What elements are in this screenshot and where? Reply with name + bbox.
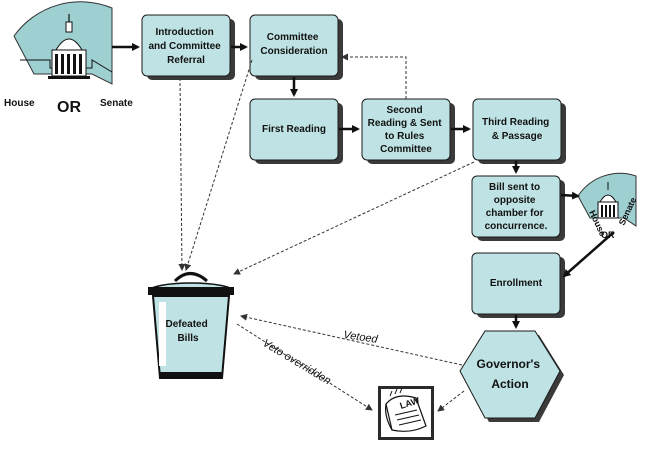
- dash-veto-overridden: [236, 323, 373, 411]
- defeated-bills-label: Defeated Bills: [165, 319, 210, 344]
- intro-line-2: and Committee: [148, 41, 221, 52]
- trash-can-icon: [148, 272, 234, 379]
- sent-line-3: chamber for: [486, 208, 544, 219]
- svg-text:First Reading: First Reading: [262, 124, 326, 135]
- enrollment-box: Enrollment: [471, 252, 565, 318]
- svg-text:Committee Consideration: Committee Consideration: [260, 32, 327, 57]
- governors-action-hexagon: Governor's Action: [459, 330, 564, 422]
- third-reading-box: Third Reading & Passage: [472, 98, 566, 164]
- intro-line-1: Introduction: [155, 27, 213, 38]
- svg-text:Governor's Action: Governor's Action: [477, 357, 544, 391]
- law-scroll-icon: [378, 386, 434, 440]
- committee-consideration-box: Committee Consideration: [249, 14, 343, 80]
- enrollment-line-1: Enrollment: [490, 278, 543, 289]
- svg-text:Bill sent to opposite: Bill sent to opposite chamber for concur…: [485, 182, 548, 232]
- second-line-4: Committee: [380, 144, 432, 155]
- intro-line-3: Referral: [167, 55, 205, 66]
- dash-governor-vetoed: [240, 313, 463, 366]
- defeated-line-1: Defeated: [165, 319, 207, 330]
- capitol-opposite-chamber-icon: [577, 172, 637, 227]
- svg-text:Introduction and Committ: Introduction and Committee Referral: [148, 27, 223, 66]
- dash-governor-to-law: [437, 390, 465, 412]
- veto-overridden-label: Veto overridden: [260, 337, 332, 387]
- dash-committee-to-defeated: [184, 59, 253, 271]
- svg-text:Second Reading & Sent: Second Reading & Sent to Rules Committee: [368, 105, 445, 155]
- svg-text:Third Reading & Passage: Third Reading & Passage: [482, 117, 552, 142]
- senate-label: Senate: [100, 98, 133, 109]
- governor-line-2: Action: [491, 377, 528, 391]
- sent-line-2: opposite: [494, 195, 536, 206]
- sent-line-1: Bill sent to: [489, 182, 540, 193]
- vetoed-label: Vetoed: [343, 329, 380, 346]
- arrow-chamber-to-enrollment: [562, 231, 615, 278]
- second-line-3: to Rules: [385, 131, 425, 142]
- first-reading-box: First Reading: [249, 98, 343, 164]
- committee-line-1: Committee: [267, 32, 319, 43]
- house-label: House: [4, 98, 35, 109]
- second-line-1: Second: [387, 105, 423, 116]
- svg-text:Enrollment: Enrollment: [490, 278, 543, 289]
- governor-line-1: Governor's: [477, 357, 541, 371]
- third-line-2: & Passage: [492, 131, 543, 142]
- arrow-sent-to-chamber: [560, 191, 580, 200]
- defeated-line-2: Bills: [177, 333, 199, 344]
- bill-sent-box: Bill sent to opposite chamber for concur…: [471, 175, 565, 241]
- small-or-label: OR: [601, 230, 615, 240]
- second-reading-box: Second Reading & Sent to Rules Committee: [361, 98, 455, 164]
- or-label: OR: [57, 99, 81, 116]
- dash-second-back-to-committee: [341, 53, 407, 99]
- first-line-1: First Reading: [262, 124, 326, 135]
- intro-referral-box: Introduction and Committee Referral: [141, 14, 235, 80]
- third-line-1: Third Reading: [482, 117, 549, 128]
- sent-line-4: concurrence.: [485, 221, 548, 232]
- second-line-2: Reading & Sent: [368, 118, 443, 129]
- committee-line-2: Consideration: [260, 46, 327, 57]
- dash-intro-to-defeated: [178, 77, 186, 271]
- capitol-house-senate-icon: [13, 1, 113, 85]
- dash-third-to-defeated: [233, 161, 475, 275]
